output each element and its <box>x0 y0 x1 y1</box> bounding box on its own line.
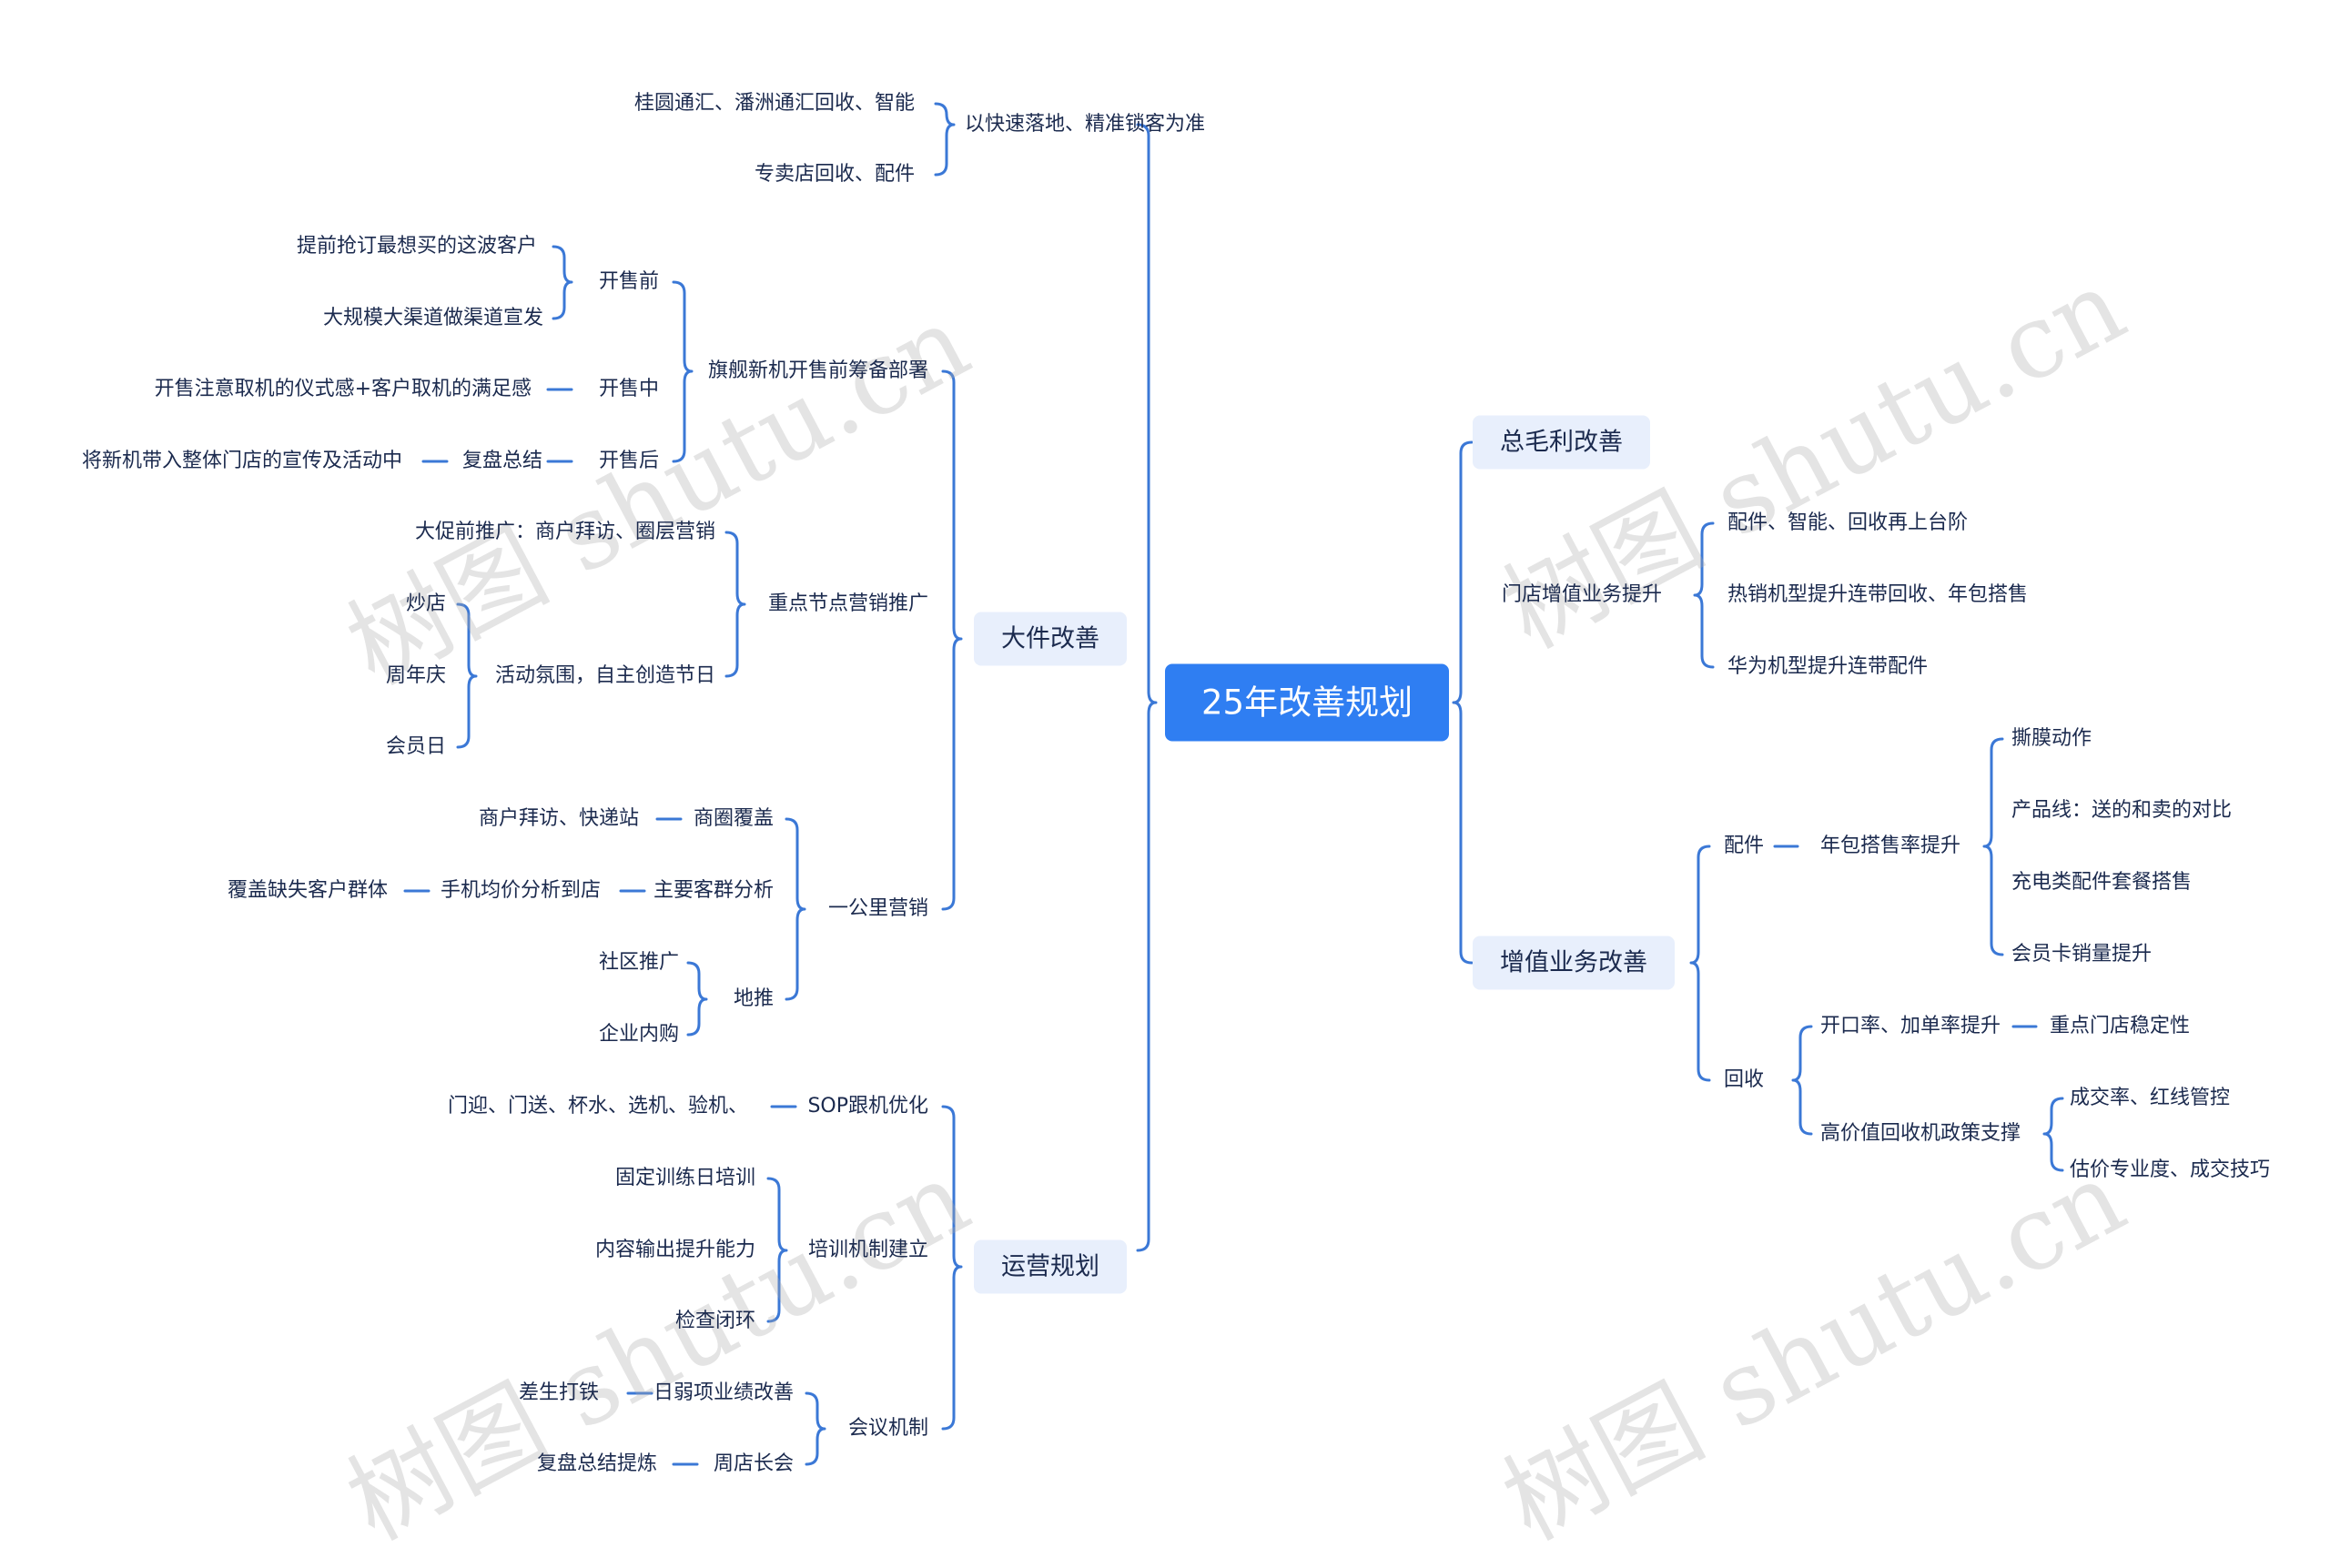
topic-leaf[interactable]: 提前抢订最想买的这波客户 <box>296 235 537 258</box>
topic-leaf[interactable]: 配件、智能、回收再上台阶 <box>1727 511 1969 534</box>
branch-big-items[interactable]: 大件改善 <box>974 612 1127 666</box>
topic-one-km-marketing[interactable]: 一公里营销 <box>827 897 928 920</box>
topic-leaf[interactable]: 撕膜动作 <box>2011 727 2092 750</box>
topic-open-rate[interactable]: 开口率、加单率提升 <box>1820 1015 2001 1037</box>
topic-leaf[interactable]: 检查闭环 <box>674 1310 755 1332</box>
bracket-connector <box>686 961 708 1037</box>
bracket-connector <box>456 602 478 749</box>
branch-operations[interactable]: 运营规划 <box>974 1239 1127 1294</box>
topic-leaf[interactable]: 热销机型提升连带回收、年包搭售 <box>1727 583 2029 606</box>
bracket-connector <box>1791 1025 1813 1136</box>
topic-leaf[interactable]: 炒店 <box>405 592 446 615</box>
topic-weekly-meeting[interactable]: 周店长会 <box>713 1452 794 1475</box>
bracket-connector <box>1693 521 1715 669</box>
topic-leaf[interactable]: 华为机型提升连带配件 <box>1727 655 1929 678</box>
bracket-connector <box>785 817 806 1001</box>
bracket-connector <box>672 280 694 463</box>
topic-leaf[interactable]: 大促前推广：商户拜访、圈层营销 <box>414 521 715 543</box>
topic-on-sale[interactable]: 开售中 <box>598 378 659 400</box>
bracket-connector <box>766 1177 788 1323</box>
topic-leaf[interactable]: 复盘总结提炼 <box>536 1452 657 1475</box>
topic-leaf[interactable]: 成交率、红线管控 <box>2070 1087 2231 1109</box>
topic-key-node-marketing[interactable]: 重点节点营销推广 <box>767 592 928 615</box>
topic-policy-support[interactable]: 高价值回收机政策支撑 <box>1820 1122 2021 1145</box>
topic-leaf[interactable]: 产品线：送的和卖的对比 <box>2011 799 2233 822</box>
topic-leaf[interactable]: 门迎、门送、杯水、选机、验机、 <box>447 1095 748 1118</box>
topic-meeting[interactable]: 会议机制 <box>847 1417 928 1440</box>
root-topic[interactable]: 25年改善规划 <box>1165 663 1450 742</box>
topic-leaf[interactable]: 会员卡销量提升 <box>2011 943 2153 966</box>
topic-atmosphere[interactable]: 活动氛围，自主创造节日 <box>494 664 715 687</box>
topic-leaf[interactable]: 社区推广 <box>598 951 679 974</box>
root-left-bracket <box>1136 123 1158 1252</box>
bracket-connector <box>2042 1097 2064 1172</box>
topic-business-coverage[interactable]: 商圈覆盖 <box>693 807 774 830</box>
branch-vas-improvement[interactable]: 增值业务改善 <box>1473 936 1675 990</box>
topic-leaf[interactable]: 大规模大渠道做渠道宣发 <box>322 307 543 329</box>
branch-gross-margin[interactable]: 总毛利改善 <box>1473 415 1650 470</box>
bracket-connector <box>805 1391 826 1466</box>
topic-leaf[interactable]: 周年庆 <box>385 664 446 687</box>
bracket-connector <box>934 102 956 177</box>
topic-customer-analysis[interactable]: 主要客群分析 <box>653 879 774 902</box>
topic-leaf[interactable]: 覆盖缺失客户群体 <box>227 879 388 902</box>
topic-store-vas[interactable]: 门店增值业务提升 <box>1502 583 1663 606</box>
topic-leaf[interactable]: 重点门店稳定性 <box>2050 1015 2191 1037</box>
topic-accessories[interactable]: 配件 <box>1724 835 1765 857</box>
topic-post-sale[interactable]: 开售后 <box>598 450 659 472</box>
operations-bracket <box>941 1105 963 1431</box>
root-right-bracket <box>1452 440 1474 965</box>
topic-annual-bundle[interactable]: 年包搭售率提升 <box>1820 835 1961 857</box>
topic-leaf[interactable]: 会员日 <box>385 735 446 758</box>
topic-ground-push[interactable]: 地推 <box>733 987 774 1010</box>
topic-leaf[interactable]: 估价专业度、成交技巧 <box>2070 1158 2271 1181</box>
topic-leaf[interactable]: 开售注意取机的仪式感+客户取机的满足感 <box>154 378 532 400</box>
topic-leaf[interactable]: 专卖店回收、配件 <box>754 163 915 186</box>
topic-review[interactable]: 复盘总结 <box>461 450 542 472</box>
topic-leaf[interactable]: 桂圆通汇、潘洲通汇回收、智能 <box>633 92 915 115</box>
topic-leaf[interactable]: 内容输出提升能力 <box>594 1239 755 1261</box>
topic-leaf[interactable]: 企业内购 <box>598 1023 679 1046</box>
topic-quick-landing[interactable]: 以快速落地、精准锁客为准 <box>965 113 1206 136</box>
bracket-connector <box>724 531 746 678</box>
topic-leaf[interactable]: 充电类配件套餐搭售 <box>2011 871 2193 894</box>
topic-training[interactable]: 培训机制建立 <box>807 1239 928 1261</box>
topic-recycle[interactable]: 回收 <box>1724 1068 1765 1091</box>
bracket-connector <box>1689 845 1711 1082</box>
topic-leaf[interactable]: 商户拜访、快递站 <box>478 807 639 830</box>
topic-leaf[interactable]: 将新机带入整体门店的宣传及活动中 <box>81 450 402 472</box>
topic-sop[interactable]: SOP跟机优化 <box>807 1095 928 1118</box>
bracket-connector <box>552 245 573 320</box>
topic-pre-sale[interactable]: 开售前 <box>598 270 659 293</box>
bracket-connector <box>1982 737 2004 956</box>
topic-daily-weak[interactable]: 日弱项业绩改善 <box>653 1381 794 1404</box>
topic-leaf[interactable]: 差生打铁 <box>518 1381 599 1404</box>
topic-leaf[interactable]: 固定训练日培训 <box>614 1167 755 1189</box>
topic-price-analysis[interactable]: 手机均价分析到店 <box>440 879 601 902</box>
big-items-bracket <box>941 369 963 911</box>
topic-flagship-launch[interactable]: 旗舰新机开售前筹备部署 <box>707 359 928 382</box>
